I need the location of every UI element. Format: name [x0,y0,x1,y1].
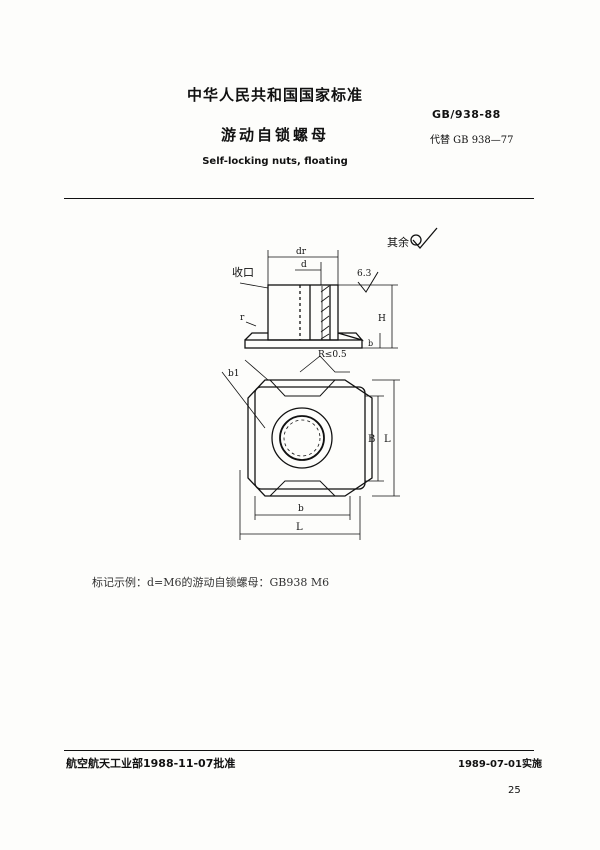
flange-left [244,332,268,341]
dim-b-bottom: b [298,504,304,514]
national-standard-heading: 中华人民共和国国家标准 [186,86,363,104]
section-hatching [320,285,330,340]
dim-r: r [240,313,245,323]
outer-bore-circle [271,407,333,469]
roughness-circle [410,234,422,246]
dim-b1: b1 [228,369,240,379]
replaces-standard: 代替 GB 938—77 [430,135,514,146]
dim-B: B [368,434,375,445]
approval-issuer: 航空航天工业部1988-11-07批准 [66,757,236,770]
nut-technical-drawing: 其余 6.3 收口 dr d r H b R≤0.5 b1 B L b L [221,227,438,540]
surface-note-label: 其余 [387,235,409,249]
marking-example: 标记示例：d=M6的游动自锁螺母：GB938 M6 [92,576,330,589]
roughness-value: 6.3 [357,269,372,279]
flange-base [244,339,363,349]
flange-right [337,332,364,342]
footer-divider [64,750,534,751]
dim-L-bottom: L [296,522,303,533]
page-number: 25 [508,785,521,796]
dim-R: R≤0.5 [318,350,347,360]
dim-dr: dr [296,247,307,257]
implementation-date: 1989-07-01实施 [458,759,542,770]
header-divider [64,198,534,199]
document-title-chinese: 游动自锁螺母 [220,126,329,144]
roughness-symbol [412,227,438,249]
nut-inner-outline [254,386,366,490]
dim-L-vertical: L [384,434,391,445]
dim-H: H [378,314,386,324]
inner-bore-circle [279,415,325,461]
document-title-english: Self-locking nuts, floating [202,156,348,167]
shoukou-label: 收口 [232,265,254,279]
collar-outline [267,284,339,341]
nut-body-top-view [247,379,373,497]
dim-b-side: b [368,339,373,348]
dim-d: d [301,260,307,270]
standard-number: GB/938-88 [432,108,501,121]
